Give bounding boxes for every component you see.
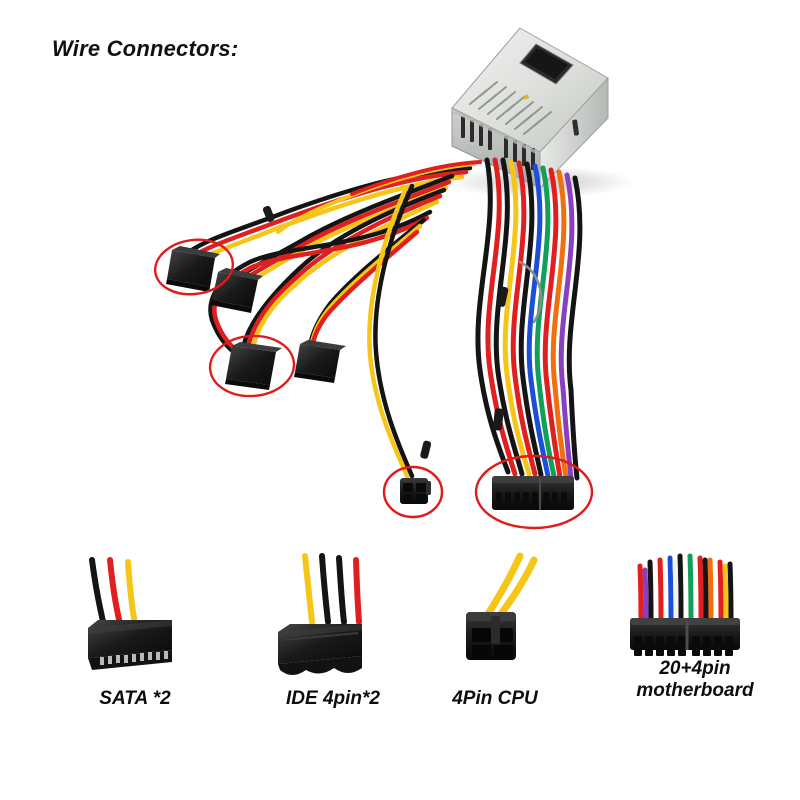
atx-highlight-circle	[474, 454, 594, 530]
caption-sata: SATA *2	[99, 688, 171, 709]
scene-ide-connector-1	[225, 342, 282, 390]
cpu-highlight-circle	[382, 465, 444, 519]
caption-cpu: 4Pin CPU	[452, 688, 538, 709]
sata-highlight-circle	[153, 238, 235, 296]
scene-sata-connector-1	[166, 246, 220, 292]
product-cpu	[466, 552, 538, 660]
scene-atx-connector	[492, 476, 574, 510]
caption-ide: IDE 4pin*2	[286, 688, 380, 709]
scene-ide-connector-2	[294, 340, 346, 383]
wire-harness	[185, 157, 583, 481]
product-sata	[88, 557, 172, 670]
caption-atx: 20+4pin motherboard	[636, 658, 754, 701]
product-atx	[630, 553, 740, 656]
scene-cpu-connector	[400, 478, 431, 504]
psu-unit	[445, 27, 635, 198]
product-ide	[278, 553, 362, 675]
scene-sata-connector-2	[211, 268, 263, 313]
ide-highlight-circle	[208, 334, 296, 398]
page-title: Wire Connectors:	[52, 36, 239, 61]
